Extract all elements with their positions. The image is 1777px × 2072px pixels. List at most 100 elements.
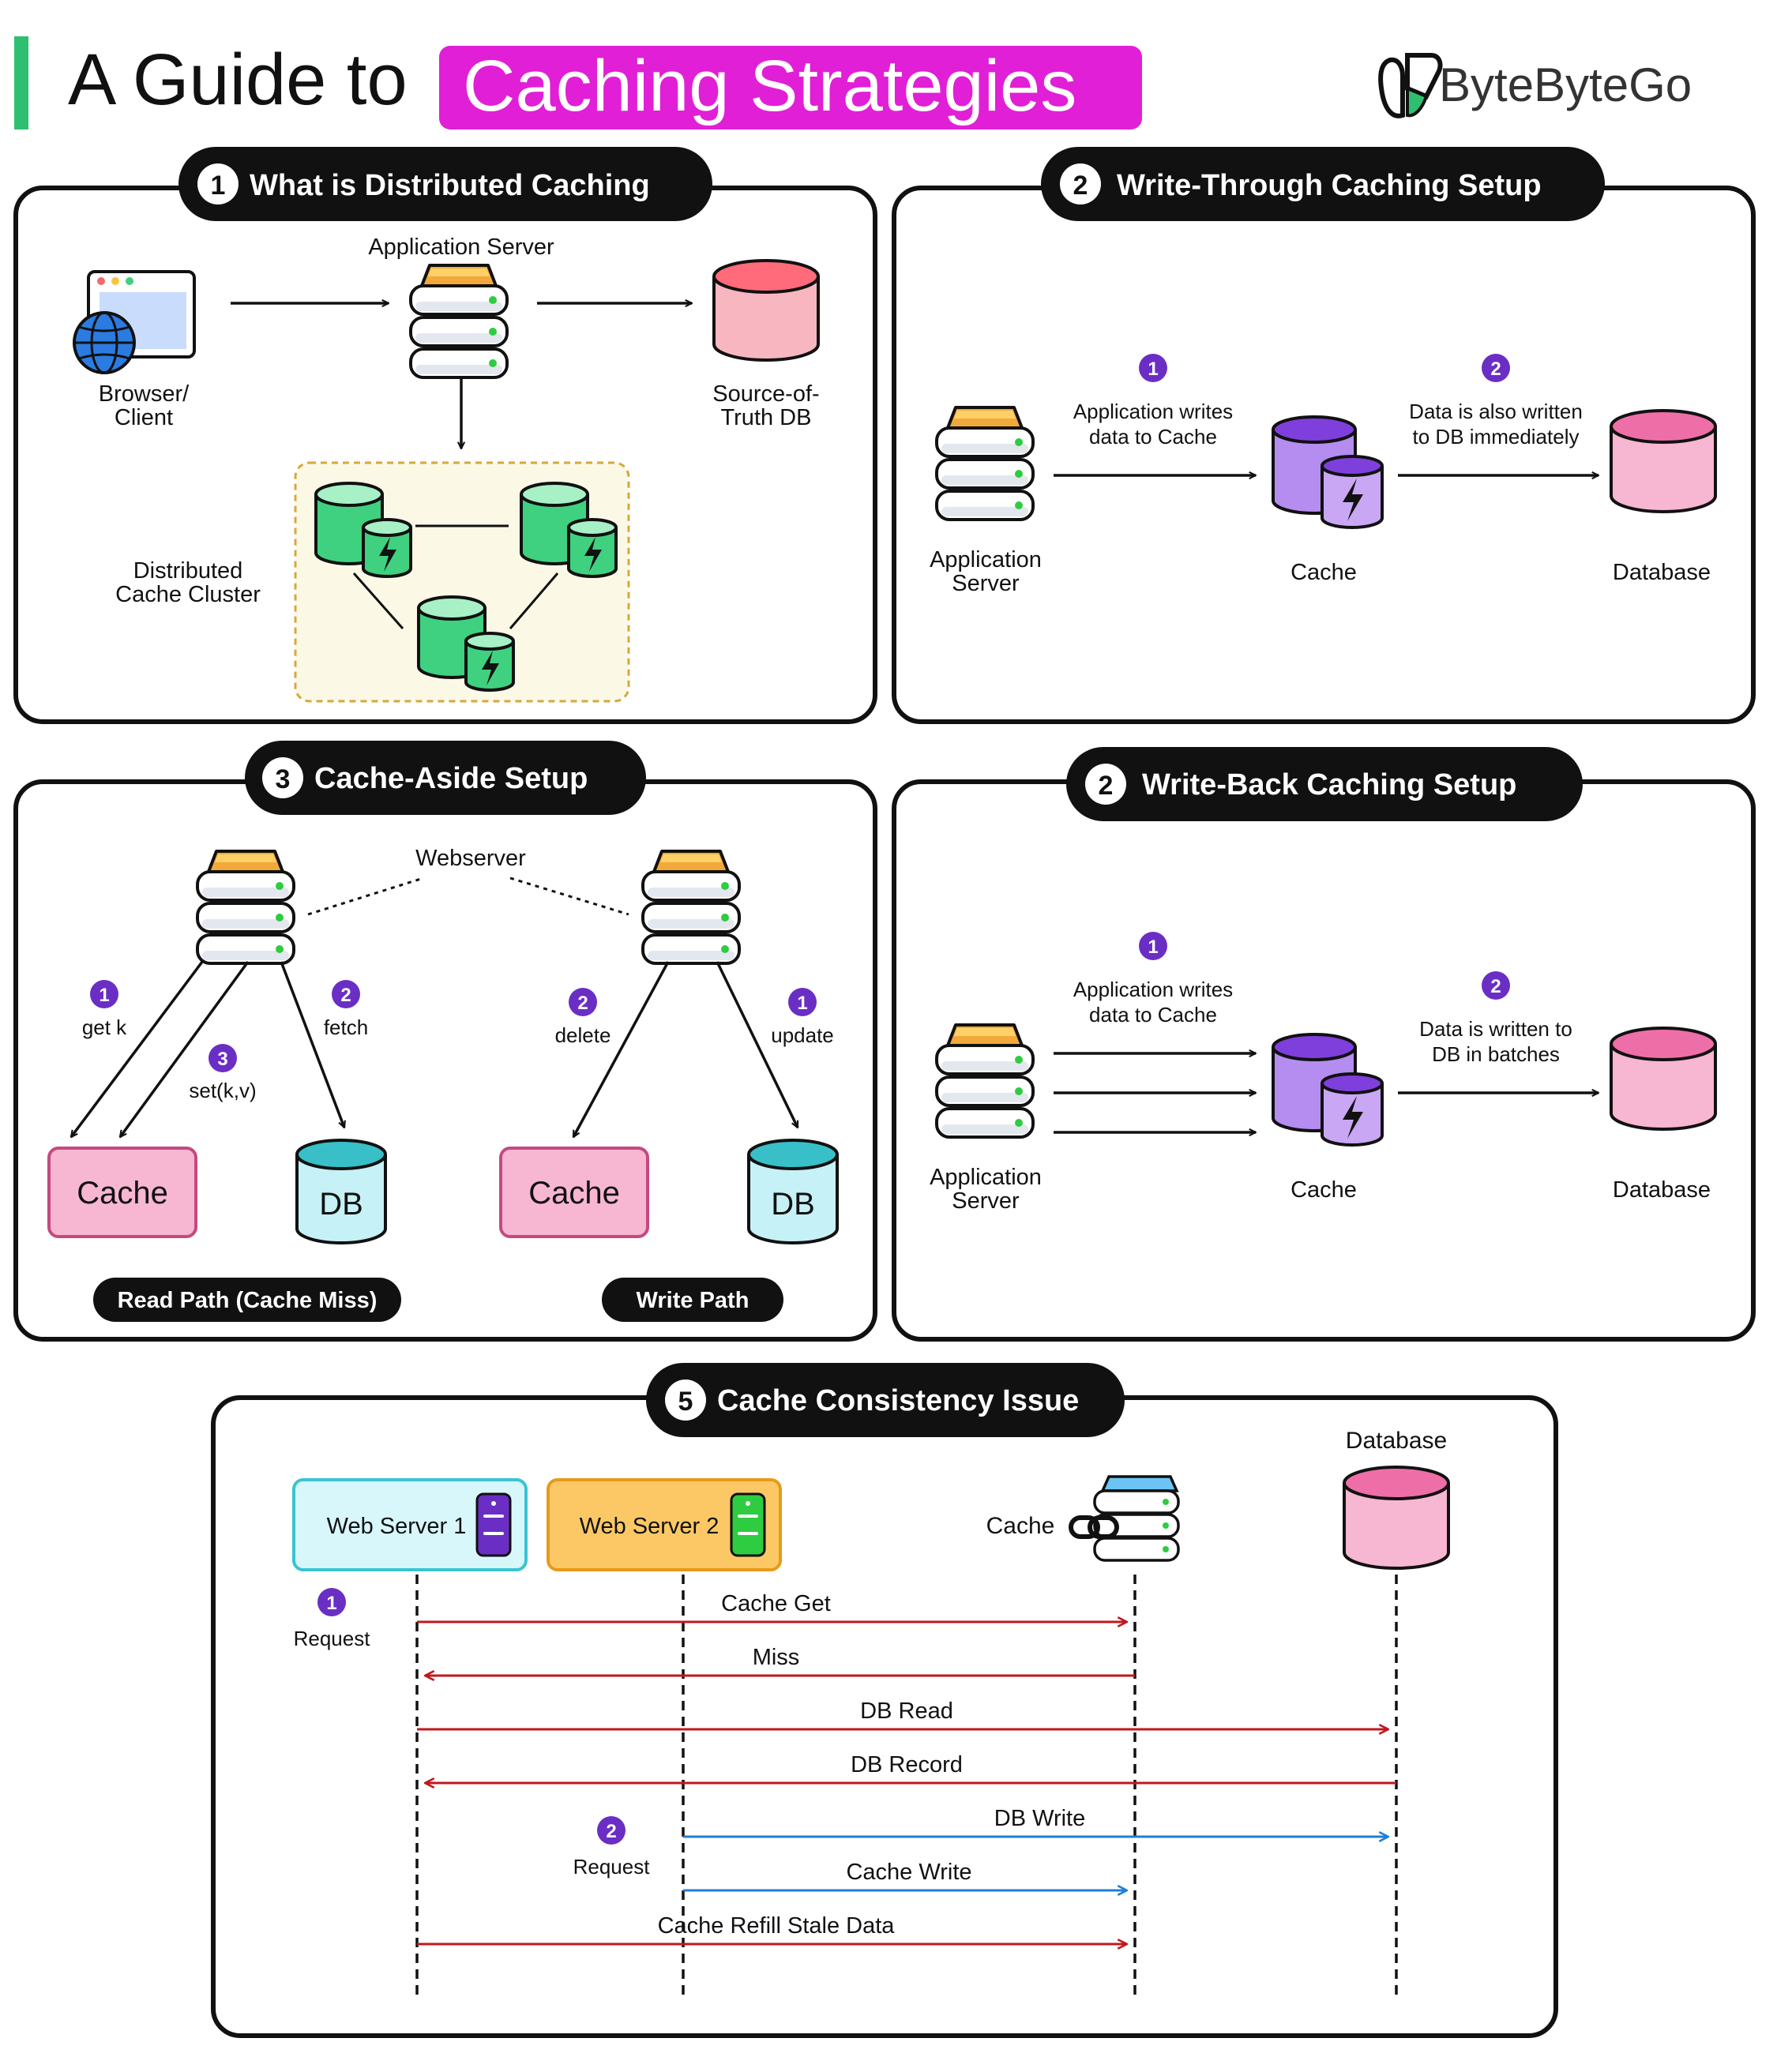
web-server-2-box [547,1478,782,1571]
section4-number: 2 [1099,771,1114,801]
db-label-line2: Truth DB [721,405,812,430]
read-set-num: 3 [217,1049,227,1070]
write-db-label: DB [771,1187,815,1222]
message-label: DB Read [860,1699,953,1724]
webserver-icon [196,850,295,965]
cache-box [47,1147,197,1238]
wb-app-label-line2: Server [952,1188,1020,1214]
title-highlight-box [439,46,1142,130]
db-label-line1: Source-of- [712,381,819,407]
wt-step2-line1: Data is also written [1409,400,1583,423]
read-path-pill [93,1278,401,1322]
message-label: Cache Write [846,1860,971,1885]
read-db-label: DB [319,1187,363,1222]
req1-num: 1 [326,1593,336,1614]
server-icon [730,1492,766,1557]
web-server-1-label: Web Server 1 [327,1514,467,1539]
read-path-label: Read Path (Cache Miss) [118,1288,378,1313]
wt-app-label-line1: Application [930,547,1042,572]
message-label: Cache Get [721,1591,831,1616]
cache-box [499,1147,649,1238]
wt-app-label-line2: Server [952,571,1020,596]
section3-number-badge [262,757,303,798]
section2-number: 2 [1073,171,1088,201]
step-badge [569,988,597,1016]
wt-database-label: Database [1613,560,1711,585]
wt-step1-num: 1 [1148,358,1158,380]
wt-step2-line2: to DB immediately [1413,425,1580,449]
read-fetch-label: fetch [324,1015,368,1039]
wt-cache-label: Cache [1290,560,1357,585]
section1-number-badge [197,163,239,205]
section4-number-badge [1085,764,1126,805]
wb-step1-line1: Application writes [1073,978,1233,1001]
arrow-fetch [280,961,344,1128]
message-label: DB Record [851,1752,963,1777]
server-icon [475,1492,512,1557]
section3-number: 3 [276,764,291,794]
web-server-2-label: Web Server 2 [580,1514,719,1539]
req2-num: 2 [606,1821,616,1842]
wb-step1-line2: data to Cache [1089,1003,1217,1027]
section2-number-badge [1060,163,1101,205]
webserver-dotted-link [509,876,629,916]
cluster-link [352,572,404,629]
section3-title-pill [245,741,646,815]
section2-title-pill [1041,147,1605,221]
read-get-label: get k [82,1015,127,1039]
section5-title: Cache Consistency Issue [717,1384,1079,1417]
webserver-label: Webserver [415,846,526,871]
arrow-get-k [70,960,204,1137]
wb-step2-line1: Data is written to [1419,1017,1572,1041]
step-badge [317,1588,346,1616]
brand-logo-icon [1378,53,1443,118]
step-badge [1139,932,1167,960]
write-path-label: Write Path [637,1288,749,1313]
req2-label: Request [573,1855,651,1879]
write-update-label: update [771,1023,834,1047]
page-title-prefix: A Guide to [68,39,408,120]
arrow-delete [572,961,670,1137]
write-update-num: 1 [797,993,807,1014]
step-badge [1139,354,1167,382]
step-badge [597,1816,626,1845]
step-badge [90,980,118,1008]
header-accent-bar [14,36,28,130]
section4-title-pill [1066,747,1583,821]
wb-step2-line2: DB in batches [1432,1042,1560,1066]
cluster-label-line1: Distributed [133,558,243,584]
message-label: Miss [753,1645,800,1670]
wb-app-label-line1: Application [930,1165,1042,1190]
source-of-truth-db-icon [712,259,820,362]
database-icon [1343,1466,1450,1570]
cluster-link [509,572,559,629]
wt-step1-line1: Application writes [1073,400,1233,423]
wt-step2-num: 2 [1490,358,1501,380]
read-fetch-num: 2 [340,985,351,1006]
arrow-set-kv [118,960,250,1137]
app-server-icon [935,1023,1035,1139]
brand-name: ByteByteGo [1439,58,1692,111]
write-cache-label: Cache [528,1176,620,1211]
wb-database-label: Database [1613,1177,1711,1203]
arrow-update [716,961,799,1128]
cluster-label-line2: Cache Cluster [115,582,261,607]
app-server-label: Application Server [368,235,554,260]
write-delete-num: 2 [577,993,588,1014]
read-get-num: 1 [99,985,109,1006]
database-icon [1610,409,1717,513]
section4-title: Write-Back Caching Setup [1142,768,1516,801]
wb-step1-num: 1 [1148,937,1158,958]
database-icon [1610,1027,1717,1131]
seq-database-label: Database [1346,1428,1447,1454]
write-path-pill [602,1278,783,1322]
webserver-dotted-link [307,876,424,916]
step-badge [788,988,817,1016]
write-delete-label: delete [555,1023,611,1047]
seq-cache-label: Cache [986,1513,1055,1539]
app-server-icon [409,264,509,379]
read-set-label: set(k,v) [189,1079,256,1102]
message-label: DB Write [994,1806,1085,1831]
page-title-highlight: Caching Strategies [463,46,1076,126]
